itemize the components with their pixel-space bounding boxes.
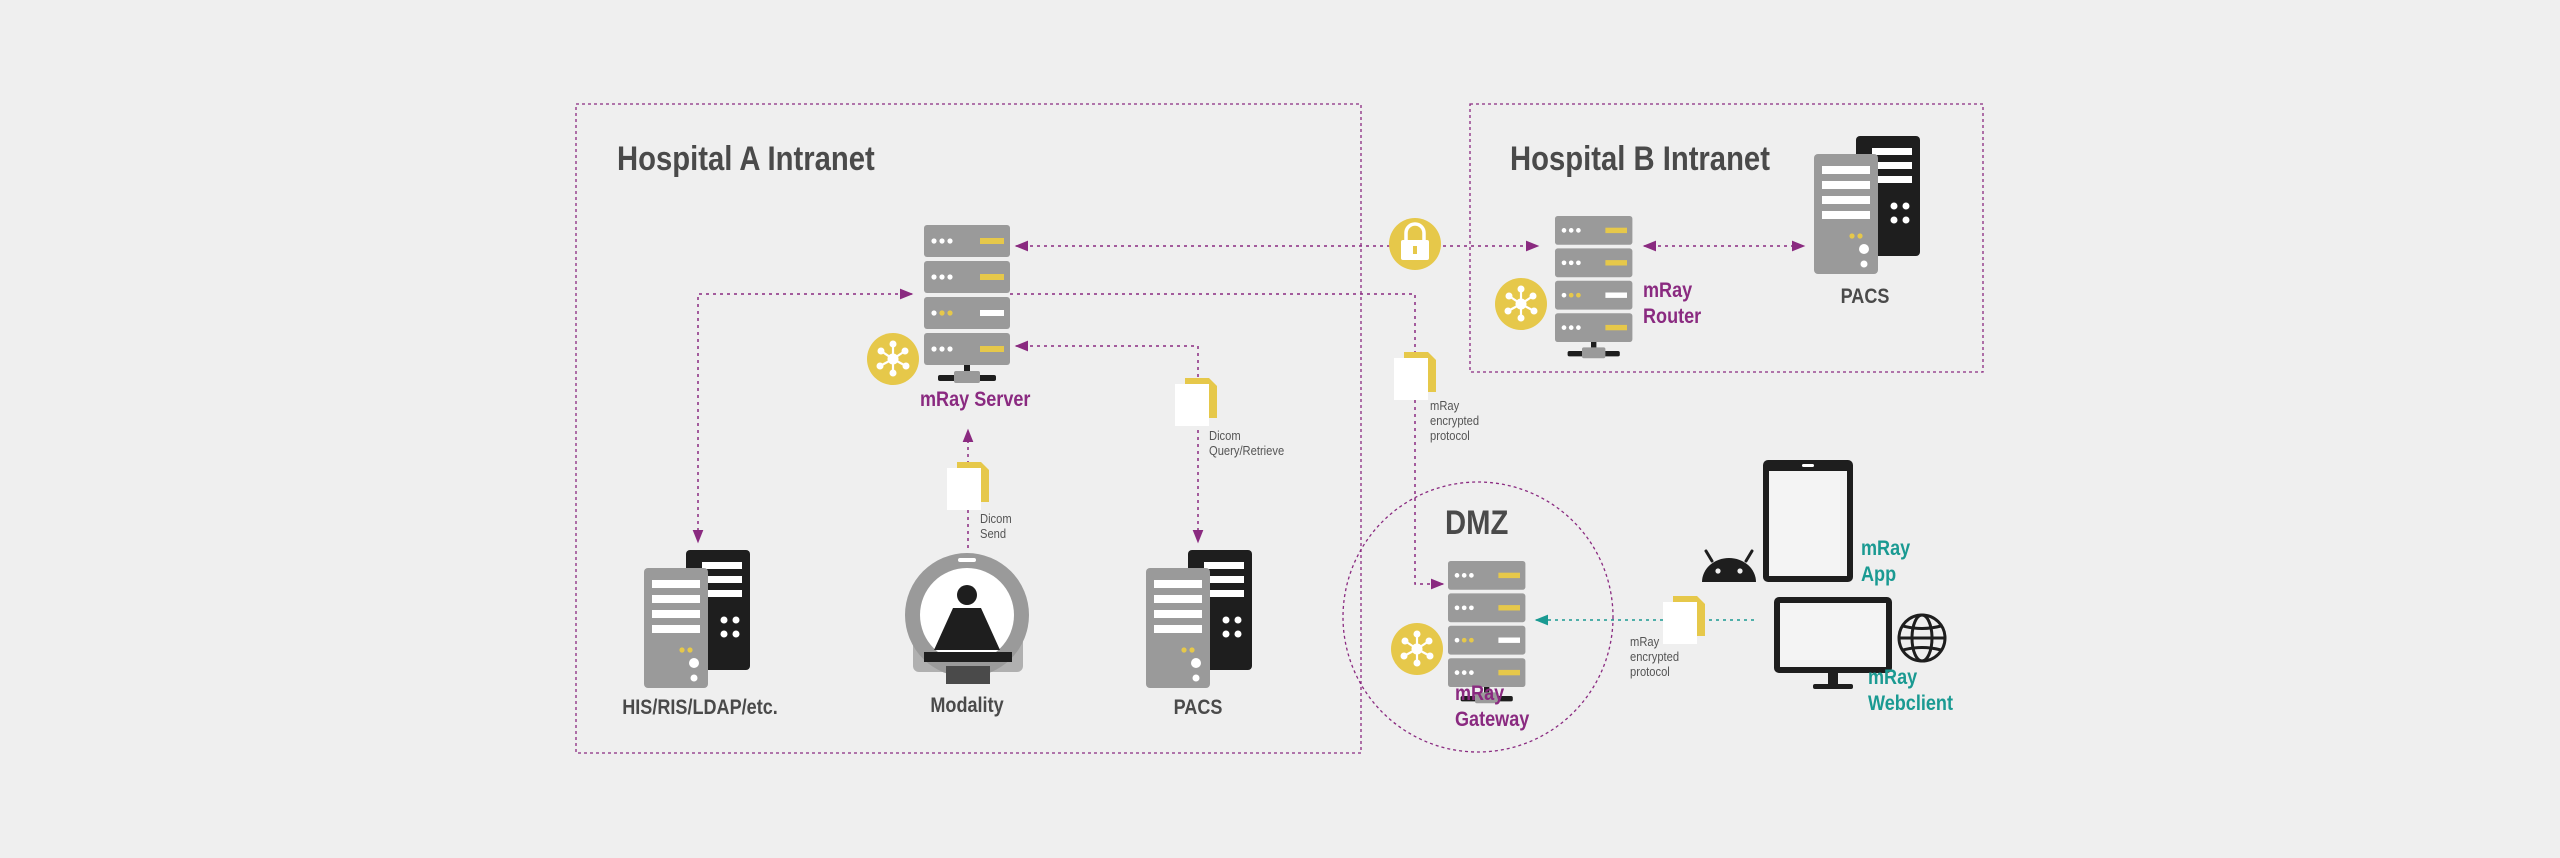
monitor-icon [1774,597,1892,689]
ct-scanner-icon [905,553,1029,684]
hospital-b-title: Hospital B Intranet [1510,140,1770,178]
mray-gateway-label: mRay Gateway [1455,682,1530,731]
hospital-a-zone [575,103,1362,754]
server-gateway-link [1010,293,1445,590]
server-pacs-link [1014,340,1204,544]
dmz-title: DMZ [1445,504,1509,542]
pacs-b-label: PACS [1840,285,1890,308]
mray-webclient-label: mRay Webclient [1868,666,1953,715]
mray-router-hub-icon [1493,276,1549,332]
his-label: HIS/RIS/LDAP/etc. [622,696,778,719]
encrypted-protocol-bottom-annotation: mRay encrypted protocol [1630,634,1680,679]
globe-icon [1897,613,1947,663]
dicom-send-document-icon [947,462,989,510]
pacs-a-label: PACS [1173,696,1223,719]
encrypted-top-document-icon [1394,352,1436,400]
pacs-a-tower-icon [1146,550,1252,688]
his-tower-icon [644,550,750,688]
dmz-zone [1342,481,1614,753]
dicom-query-document-icon [1175,378,1217,426]
mray-gateway-hub-icon [1389,621,1445,677]
tablet-icon [1763,460,1853,582]
hospital-a-title: Hospital A Intranet [617,140,875,178]
dicom-query-annotation: Dicom Query/Retrieve [1209,428,1285,458]
mray-server-hub-icon [865,331,921,387]
mray-server-rack-icon [924,225,1010,383]
encrypted-protocol-top-annotation: mRay encrypted protocol [1430,398,1480,443]
mray-server-label: mRay Server [920,388,1031,411]
mray-router-label: mRay Router [1643,279,1702,328]
modality-label: Modality [930,694,1004,717]
dicom-send-annotation: Dicom Send [980,511,1012,541]
server-his-link [692,288,914,544]
hospital-b-zone [1469,103,1984,373]
android-icon [1702,549,1756,582]
lock-icon [1389,218,1441,270]
mray-app-label: mRay App [1861,537,1911,586]
pacs-b-tower-icon [1814,136,1920,274]
mray-router-rack-icon [1555,216,1633,359]
